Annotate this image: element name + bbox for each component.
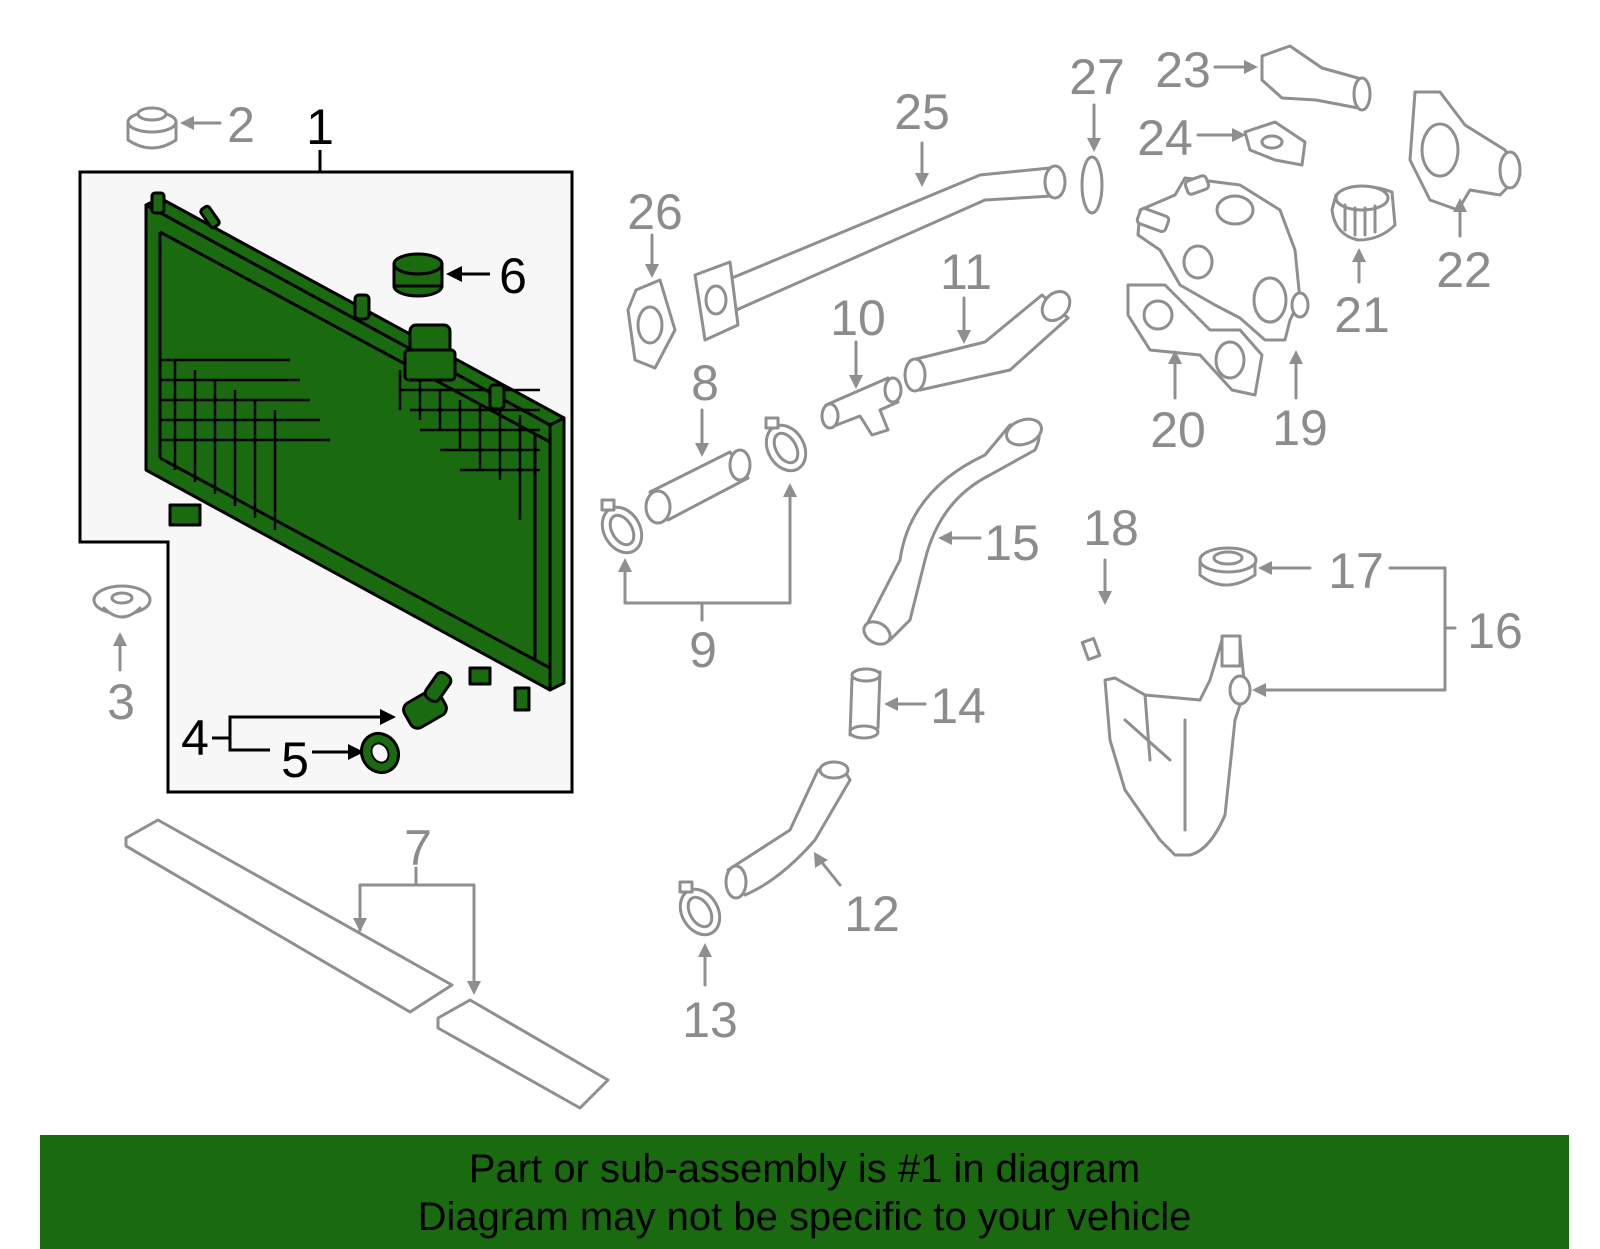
callout-24: 24: [1137, 110, 1193, 166]
upper-mount-cushion[interactable]: [126, 106, 178, 150]
coolant-temp-sensor[interactable]: [1260, 44, 1372, 112]
callout-19: 19: [1272, 400, 1328, 456]
callout-16: 16: [1467, 603, 1523, 659]
bypass-hose[interactable]: [903, 286, 1075, 393]
water-inlet-housing[interactable]: [1135, 174, 1310, 342]
water-outlet-pipe[interactable]: [693, 164, 1067, 342]
callout-7: 7: [404, 820, 432, 876]
housing-gasket[interactable]: [1126, 283, 1264, 397]
hose-clamp-left[interactable]: [594, 498, 649, 560]
thermostat-housing[interactable]: [1408, 90, 1522, 212]
callout-22: 22: [1436, 242, 1492, 298]
callout-25: 25: [894, 84, 950, 140]
callout-20: 20: [1150, 402, 1206, 458]
heater-hose[interactable]: [644, 448, 752, 525]
callout-18: 18: [1083, 500, 1139, 556]
drain-plug[interactable]: [401, 670, 453, 731]
coolant-reservoir[interactable]: [1103, 634, 1252, 857]
callout-27: 27: [1069, 49, 1125, 105]
radiator-cap[interactable]: [392, 252, 444, 298]
pipe-gasket[interactable]: [626, 278, 677, 370]
notice-line-1: Part or sub-assembly is #1 in diagram: [468, 1147, 1141, 1191]
callout-26: 26: [627, 184, 683, 240]
callout-6: 6: [499, 248, 527, 304]
callout-10: 10: [830, 290, 886, 346]
callout-9: 9: [689, 622, 717, 678]
callout-21: 21: [1334, 287, 1390, 343]
callout-17: 17: [1328, 543, 1384, 599]
hose-connector[interactable]: [820, 376, 903, 437]
callout-12: 12: [844, 886, 900, 942]
hose-clamp-right[interactable]: [758, 416, 813, 478]
callout-14: 14: [930, 678, 986, 734]
o-ring[interactable]: [354, 727, 405, 780]
thermostat[interactable]: [1330, 184, 1397, 242]
lower-hose-clamp[interactable]: [672, 880, 727, 942]
callout-5: 5: [281, 732, 309, 788]
short-hose[interactable]: [848, 667, 882, 740]
lower-mount-cushion[interactable]: [92, 584, 152, 619]
sensor-gasket[interactable]: [1243, 120, 1307, 167]
air-guide-seals[interactable]: [124, 818, 610, 1110]
callout-2: 2: [227, 97, 255, 153]
callout-4: 4: [181, 710, 209, 766]
callout-8: 8: [691, 355, 719, 411]
callout-1: 1: [306, 99, 334, 155]
callout-13: 13: [682, 992, 738, 1048]
overflow-hose[interactable]: [1012, 601, 1124, 662]
notice-banner: Part or sub-assembly is #1 in diagram Di…: [40, 1135, 1569, 1249]
pipe-o-ring[interactable]: [1080, 155, 1104, 215]
callout-3: 3: [107, 674, 135, 730]
radiator-lower-hose[interactable]: [724, 760, 852, 900]
notice-line-2: Diagram may not be specific to your vehi…: [417, 1195, 1192, 1239]
radiator[interactable]: [144, 191, 566, 712]
reservoir-cap[interactable]: [1198, 546, 1258, 587]
radiator-upper-hose[interactable]: [860, 415, 1045, 649]
callout-15: 15: [984, 515, 1040, 571]
callout-11: 11: [940, 244, 992, 300]
callout-23: 23: [1155, 42, 1211, 98]
